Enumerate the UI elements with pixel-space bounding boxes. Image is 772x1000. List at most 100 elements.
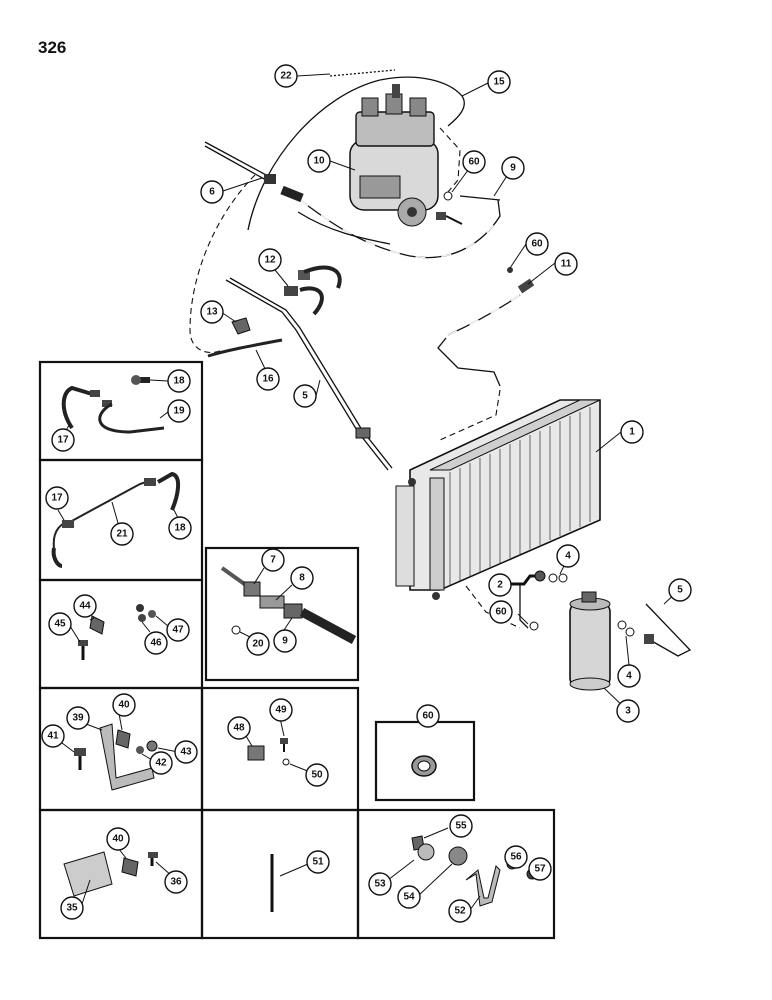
- parts-39-43: [57, 707, 179, 791]
- callout-18-b: 18: [168, 516, 192, 540]
- callout-number: 11: [561, 259, 572, 270]
- callout-number: 20: [252, 639, 264, 650]
- callout-2: 2: [488, 573, 512, 597]
- callout-36: 36: [164, 870, 188, 894]
- wires-17-21: [51, 471, 180, 568]
- callout-number: 46: [150, 638, 162, 649]
- callout-54: 54: [397, 885, 421, 909]
- callout-number: 9: [510, 163, 516, 174]
- callout-number: 51: [312, 857, 324, 868]
- callout-number: 8: [299, 573, 305, 584]
- callout-51: 51: [306, 850, 330, 874]
- callout-3: 3: [616, 699, 640, 723]
- callout-9-b: 9: [273, 629, 297, 653]
- callout-number: 19: [173, 406, 185, 417]
- callout-9-a: 9: [501, 156, 525, 180]
- callout-number: 55: [455, 821, 467, 832]
- callout-55: 55: [449, 814, 473, 838]
- callout-18-a: 18: [167, 369, 191, 393]
- callout-50: 50: [305, 763, 329, 787]
- callout-number: 9: [282, 636, 288, 647]
- callout-19: 19: [167, 399, 191, 423]
- receiver-drier: [569, 591, 611, 691]
- callout-53: 53: [368, 872, 392, 896]
- callout-number: 56: [510, 852, 522, 863]
- page-number: 326: [38, 38, 67, 57]
- callout-number: 50: [311, 770, 323, 781]
- condenser: [395, 399, 601, 600]
- callout-40-a: 40: [112, 693, 136, 717]
- callout-13: 13: [200, 300, 224, 324]
- callout-46: 46: [144, 631, 168, 655]
- callout-number: 49: [275, 705, 287, 716]
- part-51: [270, 854, 309, 912]
- callout-number: 2: [497, 580, 503, 591]
- callout-number: 57: [534, 864, 546, 875]
- callout-42: 42: [149, 751, 173, 775]
- callout-number: 13: [206, 307, 218, 318]
- callout-number: 40: [118, 700, 130, 711]
- callout-17-a: 17: [51, 428, 75, 452]
- part-60: [411, 755, 437, 777]
- callout-number: 16: [262, 374, 274, 385]
- callout-7: 7: [261, 548, 285, 572]
- callout-number: 40: [112, 834, 124, 845]
- callout-60-c: 60: [489, 600, 513, 624]
- callout-12: 12: [258, 248, 282, 272]
- callout-11: 11: [554, 252, 578, 276]
- callout-number: 60: [495, 607, 507, 618]
- callout-60-b: 60: [525, 232, 549, 256]
- callout-number: 60: [468, 157, 480, 168]
- callout-39: 39: [66, 706, 90, 730]
- callout-number: 43: [180, 747, 192, 758]
- callout-43: 43: [174, 740, 198, 764]
- hose-22: [247, 76, 465, 231]
- callout-5-b: 5: [668, 578, 692, 602]
- callout-number: 48: [233, 723, 245, 734]
- callout-4-b: 4: [617, 664, 641, 688]
- callout-number: 10: [313, 156, 325, 167]
- line-6: [204, 141, 269, 177]
- callout-52: 52: [448, 899, 472, 923]
- callout-4-a: 4: [556, 544, 580, 568]
- callout-1: 1: [620, 420, 644, 444]
- callout-44: 44: [73, 594, 97, 618]
- callout-49: 49: [269, 698, 293, 722]
- callout-number: 12: [264, 255, 276, 266]
- callout-number: 22: [280, 71, 292, 82]
- parts-52-57: [387, 827, 539, 911]
- clip-13: [231, 317, 251, 335]
- callout-number: 7: [270, 555, 276, 566]
- callout-number: 5: [677, 585, 683, 596]
- callout-number: 52: [454, 906, 466, 917]
- callout-number: 36: [170, 877, 182, 888]
- callout-60-d: 60: [416, 704, 440, 728]
- callout-number: 18: [174, 523, 186, 534]
- callout-number: 35: [66, 903, 78, 914]
- wire-16: [207, 338, 283, 358]
- inset-box-51: [200, 808, 360, 940]
- callout-41: 41: [41, 724, 65, 748]
- callout-10: 10: [307, 149, 331, 173]
- callout-17-b: 17: [45, 486, 69, 510]
- callout-number: 54: [403, 892, 415, 903]
- callout-number: 21: [116, 529, 128, 540]
- callout-8: 8: [290, 566, 314, 590]
- callout-number: 5: [302, 391, 308, 402]
- inset-box-52-57: [356, 808, 556, 940]
- callout-21: 21: [110, 522, 134, 546]
- callout-5-a: 5: [293, 384, 317, 408]
- callout-number: 41: [47, 731, 59, 742]
- inset-box-7-20: [204, 546, 360, 682]
- callout-number: 17: [51, 493, 63, 504]
- callout-number: 60: [422, 711, 434, 722]
- callout-number: 18: [173, 376, 185, 387]
- callout-number: 1: [629, 427, 635, 438]
- wires-17-19: [61, 375, 169, 434]
- callout-number: 4: [565, 551, 571, 562]
- callout-number: 39: [72, 713, 84, 724]
- callout-number: 42: [155, 758, 167, 769]
- callout-number: 17: [57, 435, 69, 446]
- callout-number: 45: [54, 619, 66, 630]
